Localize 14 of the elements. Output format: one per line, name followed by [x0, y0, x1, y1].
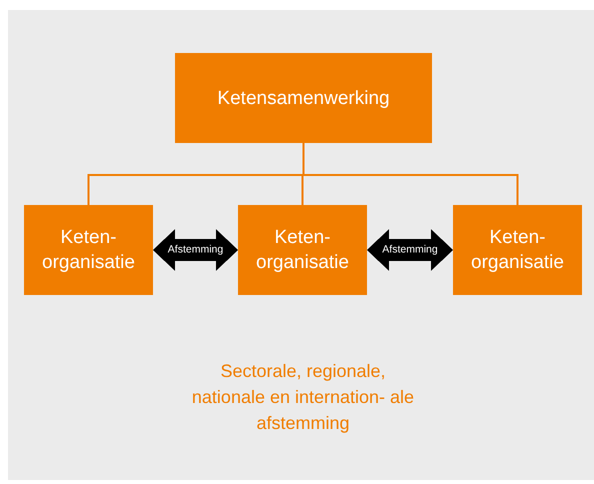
org-box [175, 53, 432, 143]
node-label: Ketensamenwerking [217, 86, 390, 110]
org-box [453, 205, 582, 295]
org-box [24, 205, 153, 295]
double-arrow [367, 229, 453, 271]
double-arrow [153, 229, 238, 271]
node-label: Keten- organisatie [470, 226, 565, 275]
node-label: Keten- organisatie [41, 226, 136, 275]
edge-label: Afstemming [166, 244, 224, 256]
edge-label: Afstemming [381, 244, 439, 256]
note-text: Sectorale, regionale, nationale en internation- ale afstemming [190, 360, 416, 435]
org-box [238, 205, 367, 295]
connector-line [302, 143, 518, 205]
node-label: Keten- organisatie [255, 226, 350, 275]
